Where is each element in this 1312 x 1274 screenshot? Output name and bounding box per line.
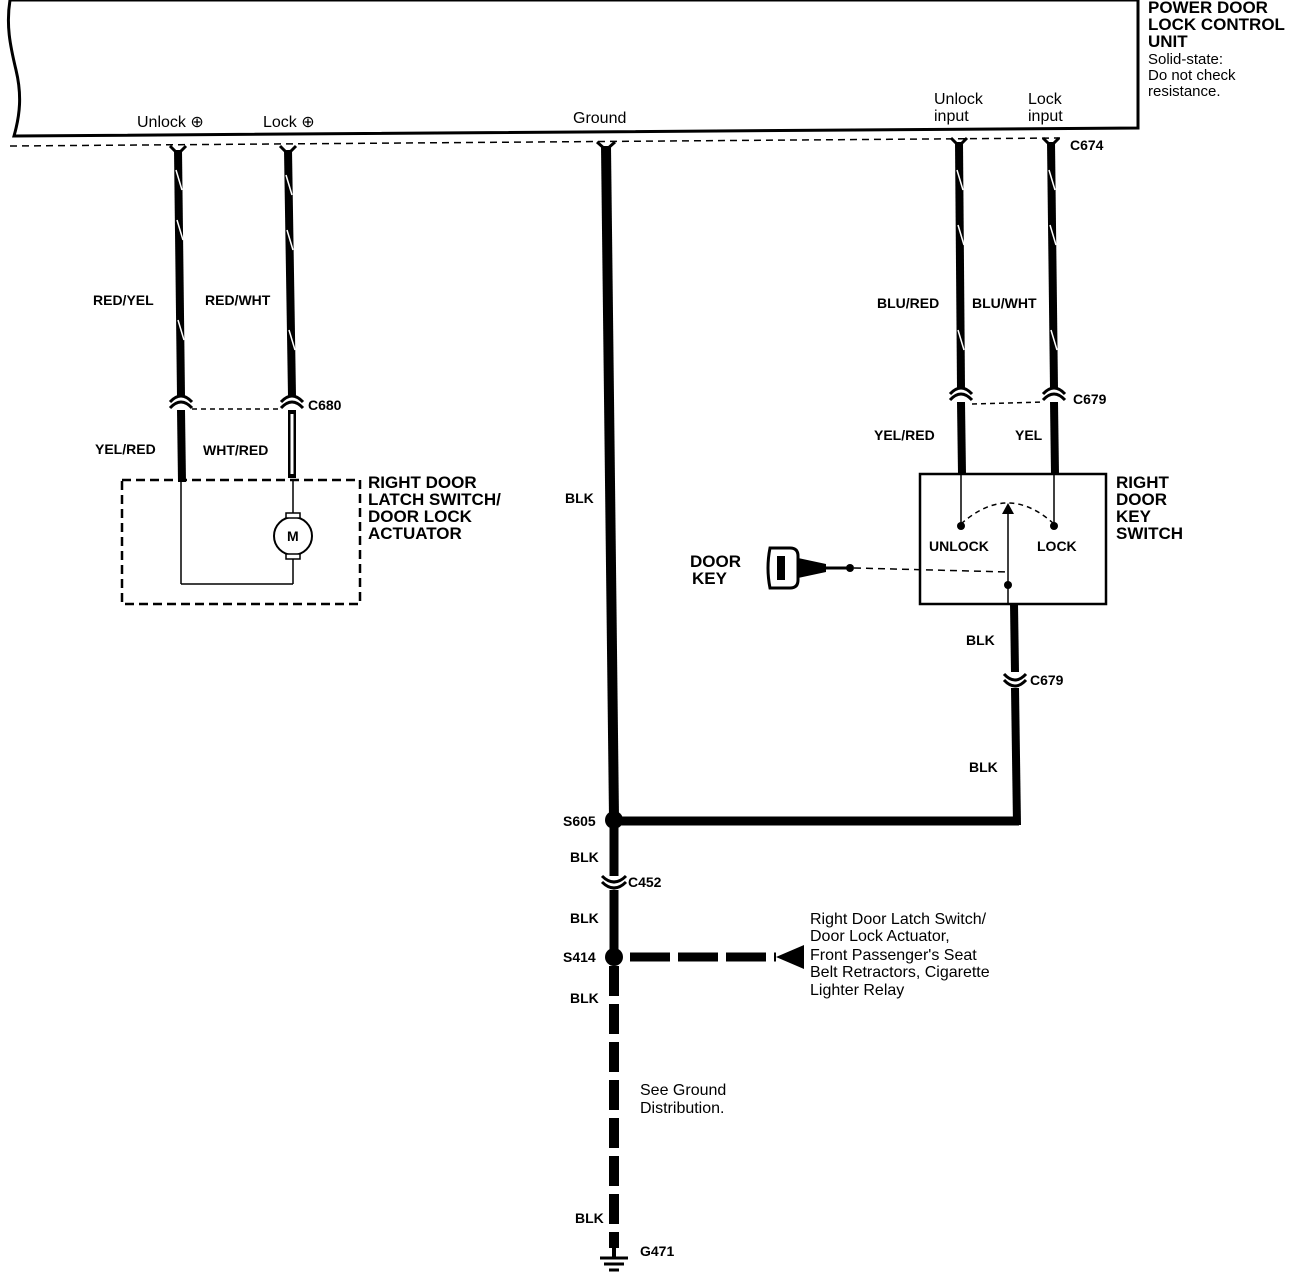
pin-ground-label: Ground	[573, 110, 626, 127]
cu-note-3: resistance.	[1148, 83, 1221, 100]
splice-s605-label: S605	[563, 813, 596, 829]
pin-unlock-input-label-1: Unlock	[934, 91, 984, 108]
control-unit-title: POWER DOOR LOCK CONTROL UNIT Solid-state…	[1148, 0, 1285, 100]
wire-label-blk-ground: BLK	[575, 1210, 604, 1226]
wire-red-yel	[168, 144, 188, 397]
ground-symbol-icon	[600, 1240, 628, 1272]
connector-c679-bottom	[1002, 672, 1028, 688]
connector-c679-top	[948, 386, 1067, 405]
actuator-internal-circuit	[180, 480, 294, 585]
s414-note-1: Right Door Latch Switch/	[810, 911, 987, 928]
wire-yel-red-right	[957, 401, 966, 475]
door-key-label-2: KEY	[692, 569, 728, 588]
pin-unlock-input-label-2: input	[934, 108, 969, 125]
actuator-label-4: ACTUATOR	[368, 524, 462, 543]
ground-g471-label: G471	[640, 1243, 674, 1259]
s414-note: Right Door Latch Switch/ Door Lock Actua…	[810, 911, 990, 999]
cu-note-1: Solid-state:	[1148, 51, 1223, 68]
key-switch-label-1: RIGHT	[1116, 473, 1170, 492]
wire-label-wht-red: WHT/RED	[203, 442, 268, 458]
motor-icon: M	[273, 512, 313, 560]
door-key-icon	[766, 546, 854, 590]
cu-title-1: POWER DOOR	[1148, 0, 1268, 17]
door-key-label-1: DOOR	[690, 552, 741, 571]
pin-lock-label: Lock ⊕	[263, 114, 315, 131]
wire-red-wht	[278, 144, 298, 397]
ground-note-2: Distribution.	[640, 1100, 724, 1117]
wire-label-red-wht: RED/WHT	[205, 292, 271, 308]
wire-label-yel-red-left: YEL/RED	[95, 441, 156, 457]
connector-c674-label: C674	[1070, 137, 1104, 153]
key-switch-label-3: KEY	[1116, 507, 1152, 526]
pin-lock-input-label-1: Lock	[1028, 91, 1063, 108]
key-switch-pivot-dot	[1004, 581, 1012, 589]
key-switch-label-2: DOOR	[1116, 490, 1167, 509]
wire-blu-red	[949, 136, 969, 389]
pin-lock-input-label-2: input	[1028, 108, 1063, 125]
cu-title-2: LOCK CONTROL	[1148, 15, 1285, 34]
wire-label-blk-s414: BLK	[570, 990, 599, 1006]
wire-blu-wht	[1041, 136, 1061, 389]
cu-note-2: Do not check	[1148, 67, 1236, 84]
connector-c452-label: C452	[628, 874, 662, 890]
wire-label-red-yel: RED/YEL	[93, 292, 154, 308]
s414-branch-arrowhead	[776, 945, 804, 969]
actuator-box	[120, 478, 362, 606]
s414-note-2: Door Lock Actuator,	[810, 928, 950, 945]
connector-c452	[600, 874, 628, 890]
key-switch-label: RIGHT DOOR KEY SWITCH	[1116, 473, 1183, 543]
wire-yel-red-left	[177, 409, 186, 483]
connector-c679-bottom-label: C679	[1030, 672, 1064, 688]
s414-note-3: Front Passenger's Seat	[810, 947, 977, 964]
door-key-link-dashed	[853, 567, 1009, 573]
ground-note-1: See Ground	[640, 1082, 726, 1099]
wire-blk-key-switch	[1010, 603, 1019, 673]
wire-blk-main	[601, 145, 619, 819]
connector-c680-label: C680	[308, 397, 342, 413]
wire-label-yel-red-right: YEL/RED	[874, 427, 935, 443]
wire-label-blu-red: BLU/RED	[877, 295, 939, 311]
actuator-label: RIGHT DOOR LATCH SWITCH/ DOOR LOCK ACTUA…	[368, 473, 501, 543]
key-switch-lock-label: LOCK	[1037, 538, 1077, 554]
connector-c679-top-label: C679	[1073, 391, 1107, 407]
wire-label-blu-wht: BLU/WHT	[972, 295, 1037, 311]
actuator-label-2: LATCH SWITCH/	[368, 490, 501, 509]
wire-label-blk-c679: BLK	[969, 759, 998, 775]
splice-s414	[605, 948, 623, 966]
wire-yel	[1050, 401, 1059, 475]
wire-label-blk-c452-s414: BLK	[570, 910, 599, 926]
key-switch-unlock-label: UNLOCK	[929, 538, 989, 554]
control-unit-dashed-edge	[9, 137, 1061, 147]
control-unit-box	[6, 0, 1140, 138]
splice-s605	[605, 811, 623, 829]
key-switch-pivot-arrow	[1002, 503, 1014, 514]
wire-blk-c679-s605	[1011, 687, 1021, 826]
key-switch-lock-contact	[1050, 522, 1058, 530]
motor-label: M	[287, 528, 299, 544]
wire-label-blk-main: BLK	[565, 490, 594, 506]
splice-s414-label: S414	[563, 949, 596, 965]
key-switch-unlock-contact	[957, 522, 965, 530]
s414-note-4: Belt Retractors, Cigarette	[810, 964, 990, 981]
wire-label-yel: YEL	[1015, 427, 1043, 443]
s414-note-5: Lighter Relay	[810, 982, 904, 999]
actuator-label-1: RIGHT DOOR	[368, 473, 477, 492]
key-switch-label-4: SWITCH	[1116, 524, 1183, 543]
actuator-label-3: DOOR LOCK	[368, 507, 473, 526]
connector-c680	[168, 394, 305, 410]
wire-label-blk-key-switch: BLK	[966, 632, 995, 648]
cu-title-3: UNIT	[1148, 32, 1188, 51]
wire-label-blk-s605-c452: BLK	[570, 849, 599, 865]
key-switch-box	[918, 472, 1108, 606]
pin-unlock-label: Unlock ⊕	[137, 114, 204, 131]
